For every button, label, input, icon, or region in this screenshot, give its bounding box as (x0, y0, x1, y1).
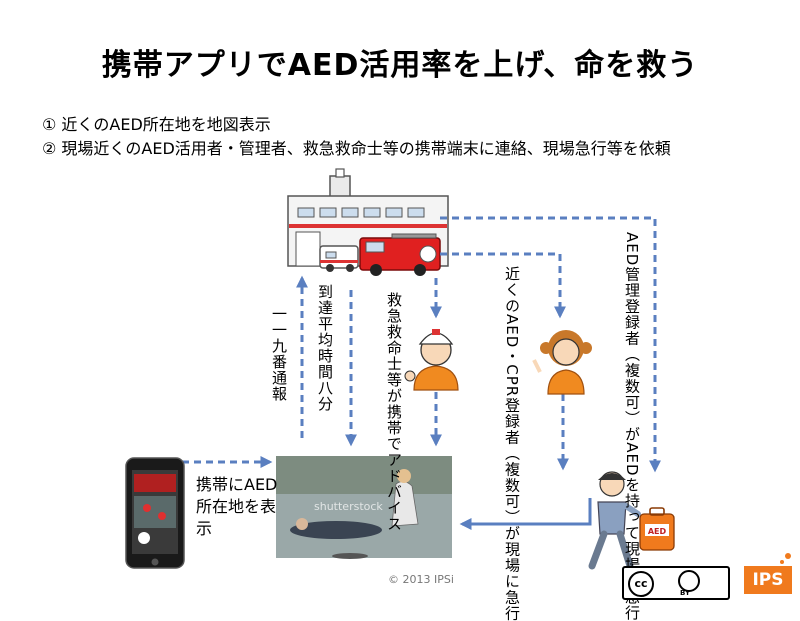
cc-by-logo: cc BY (622, 566, 730, 600)
label-aed-managers: AED管理登録者（複数可）がAEDを持って現場に急行 (623, 232, 641, 621)
paramedic-icon (404, 329, 459, 391)
emergency-photo: shutterstock (276, 456, 452, 559)
label-paramedic-advice: 救急救命士等が携帯でアドバイス (385, 292, 403, 532)
point-1: ① 近くのAED所在地を地図表示 (42, 115, 271, 134)
solid-arrows (459, 498, 592, 530)
ambulance-icon (319, 245, 359, 272)
point-2: ② 現場近くのAED活用者・管理者、救急救命士等の携帯端末に連絡、現場急行等を依… (42, 139, 671, 158)
aed-manager-icon (588, 471, 641, 570)
cc-by-text: BY (680, 589, 691, 597)
smartphone-icon (125, 457, 185, 569)
flow-arrows (182, 216, 661, 473)
label-arrival-time: 到達平均時間八分 (316, 284, 334, 412)
page-title: 携帯アプリでAED活用率を上げ、命を救う (101, 48, 699, 83)
photo-watermark: shutterstock (314, 500, 383, 513)
flow-diagram: shutterstock AED (125, 168, 791, 570)
ips-sparkle-icon (780, 553, 791, 564)
label-call-119: 一一九番通報 (270, 306, 288, 402)
label-cpr-registrants: 近くのAED・CPR登録者（複数可）が現場に急行 (503, 266, 521, 621)
person-icon (678, 570, 700, 592)
aed-box-label: AED (648, 527, 667, 536)
ips-logo: IPS (744, 566, 792, 594)
label-phone-display: 携帯にAED所在地を表示 (196, 475, 278, 538)
aed-box-icon: AED (639, 507, 675, 551)
volunteer-woman-icon (532, 330, 592, 395)
fire-truck-icon (359, 233, 441, 276)
copyright: © 2013 IPSi (388, 573, 454, 586)
cc-circle: cc (628, 571, 654, 597)
